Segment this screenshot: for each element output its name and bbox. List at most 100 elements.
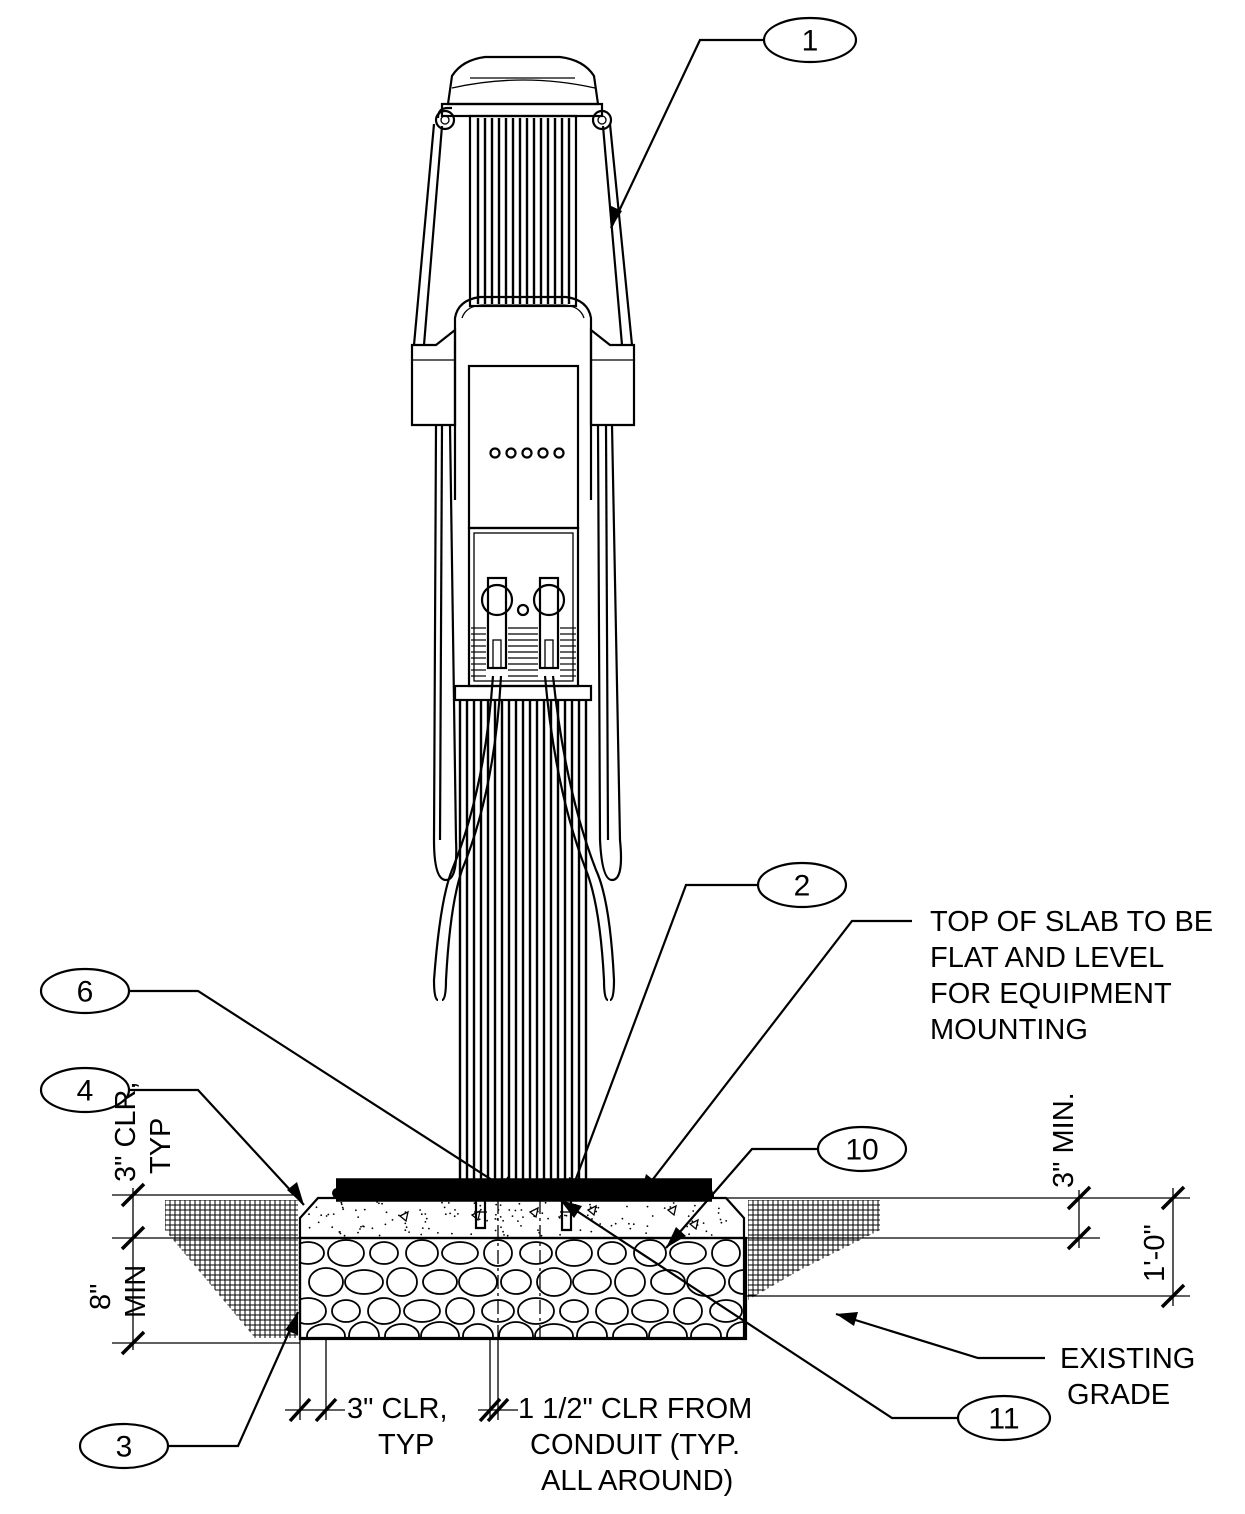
clr-top-line-2: TYP xyxy=(145,1118,177,1174)
concrete-speck xyxy=(453,1215,456,1218)
gravel-stone xyxy=(306,1323,346,1339)
main-housing xyxy=(453,295,593,500)
gravel-stone xyxy=(386,1267,418,1297)
concrete-speck xyxy=(663,1207,666,1209)
gravel-stone xyxy=(576,1321,608,1339)
gravel-stone xyxy=(673,1297,703,1325)
gravel-stone xyxy=(441,1241,479,1265)
gravel-stone xyxy=(536,1267,572,1297)
concrete-speck xyxy=(499,1204,502,1206)
concrete-speck xyxy=(308,1226,311,1229)
gravel-stone xyxy=(517,1297,555,1325)
concrete-speck xyxy=(502,1219,504,1222)
leader-lines xyxy=(128,38,1045,1448)
gravel-stone xyxy=(384,1323,420,1339)
status-indicator-lights xyxy=(489,447,565,459)
gravel-stone xyxy=(500,1269,532,1295)
aggregate-triangle xyxy=(470,1209,481,1222)
concrete-speck xyxy=(340,1201,343,1204)
aggregate-triangle xyxy=(528,1206,539,1219)
gravel-stone xyxy=(422,1269,458,1295)
concrete-speck xyxy=(338,1231,341,1233)
concrete-speck xyxy=(447,1202,450,1204)
gravel-stone xyxy=(519,1241,553,1265)
concrete-speck xyxy=(457,1213,459,1215)
concrete-speck xyxy=(686,1225,689,1228)
clr-bottom-line-2: TYP xyxy=(378,1429,434,1461)
concrete-speck xyxy=(717,1212,720,1214)
upper-column xyxy=(468,114,578,308)
gravel-stone xyxy=(534,1323,574,1339)
callout-10-label: 10 xyxy=(845,1134,878,1167)
clr-top-line-1: 3" CLR, xyxy=(110,1081,142,1182)
concrete-speck xyxy=(540,1234,543,1237)
concrete-speck xyxy=(360,1225,362,1228)
slab-note-line-2: FLAT AND LEVEL xyxy=(930,942,1164,974)
concrete-speck xyxy=(595,1210,598,1213)
gravel-base xyxy=(298,1236,748,1341)
concrete-speck xyxy=(486,1219,488,1222)
gravel-stone xyxy=(445,1297,475,1325)
concrete-speck xyxy=(720,1221,723,1224)
concrete-speck xyxy=(317,1221,320,1224)
concrete-speck xyxy=(339,1232,342,1235)
concrete-speck xyxy=(385,1211,388,1214)
concrete-speck xyxy=(558,1217,561,1219)
concrete-speck xyxy=(437,1232,439,1234)
concrete-speck xyxy=(597,1206,600,1209)
concrete-speck xyxy=(520,1209,523,1211)
ev-charger-pedestal xyxy=(410,55,636,1198)
grade-note-line-1: EXISTING xyxy=(1060,1343,1195,1375)
gravel-stone xyxy=(420,1321,460,1339)
concrete-speck xyxy=(541,1212,544,1215)
concrete-speck xyxy=(626,1205,628,1208)
concrete-speck xyxy=(718,1207,720,1210)
concrete-speck xyxy=(514,1209,517,1212)
concrete-speck xyxy=(538,1231,541,1234)
concrete-speck xyxy=(628,1222,630,1225)
concrete-speck xyxy=(325,1215,328,1217)
concrete-speck xyxy=(342,1208,345,1211)
concrete-speck xyxy=(378,1202,380,1205)
concrete-speck xyxy=(420,1213,423,1216)
concrete-speck xyxy=(425,1217,428,1220)
concrete-speck xyxy=(725,1220,728,1222)
callout-10: 10 xyxy=(816,1125,908,1173)
gravel-stone xyxy=(650,1269,686,1295)
aggregate-triangle xyxy=(688,1218,699,1231)
clr-bottom-label: 3" CLR, TYP xyxy=(347,1393,448,1461)
concrete-speck xyxy=(494,1229,497,1232)
gravel-stone xyxy=(612,1323,648,1339)
concrete-speck xyxy=(479,1204,482,1207)
slab-note-line-1: TOP OF SLAB TO BE xyxy=(930,906,1213,938)
concrete-speck xyxy=(589,1203,591,1206)
concrete-speck xyxy=(559,1233,561,1236)
concrete-speck xyxy=(544,1201,547,1204)
gravel-stone xyxy=(300,1241,325,1265)
gravel-stone xyxy=(348,1321,380,1339)
slab-note: TOP OF SLAB TO BE FLAT AND LEVEL FOR EQU… xyxy=(930,906,1213,1046)
concrete-speck xyxy=(315,1206,318,1209)
gravel-stone xyxy=(559,1299,589,1323)
concrete-speck xyxy=(449,1212,451,1215)
callout-1: 1 xyxy=(762,16,858,64)
gravel-stone xyxy=(331,1299,361,1323)
callout-3: 3 xyxy=(78,1422,170,1470)
gravel-stone xyxy=(327,1239,365,1267)
concrete-speck xyxy=(500,1226,502,1228)
dimension-lines xyxy=(112,1182,1190,1423)
gravel-stone xyxy=(462,1323,494,1339)
gravel-stone xyxy=(300,1297,327,1325)
gravel-stone xyxy=(367,1297,401,1325)
display-panel xyxy=(467,364,580,530)
conduit-note-line-2: CONDUIT (TYP. xyxy=(530,1429,740,1461)
charging-cables xyxy=(432,675,616,1002)
concrete-speck xyxy=(565,1214,568,1217)
clr-top-label: 3" CLR, TYP xyxy=(110,1081,177,1182)
concrete-speck xyxy=(692,1210,695,1212)
concrete-speck xyxy=(646,1225,649,1227)
aggregate-triangle xyxy=(666,1204,677,1217)
concrete-speck xyxy=(308,1213,310,1216)
concrete-speck xyxy=(508,1209,511,1211)
